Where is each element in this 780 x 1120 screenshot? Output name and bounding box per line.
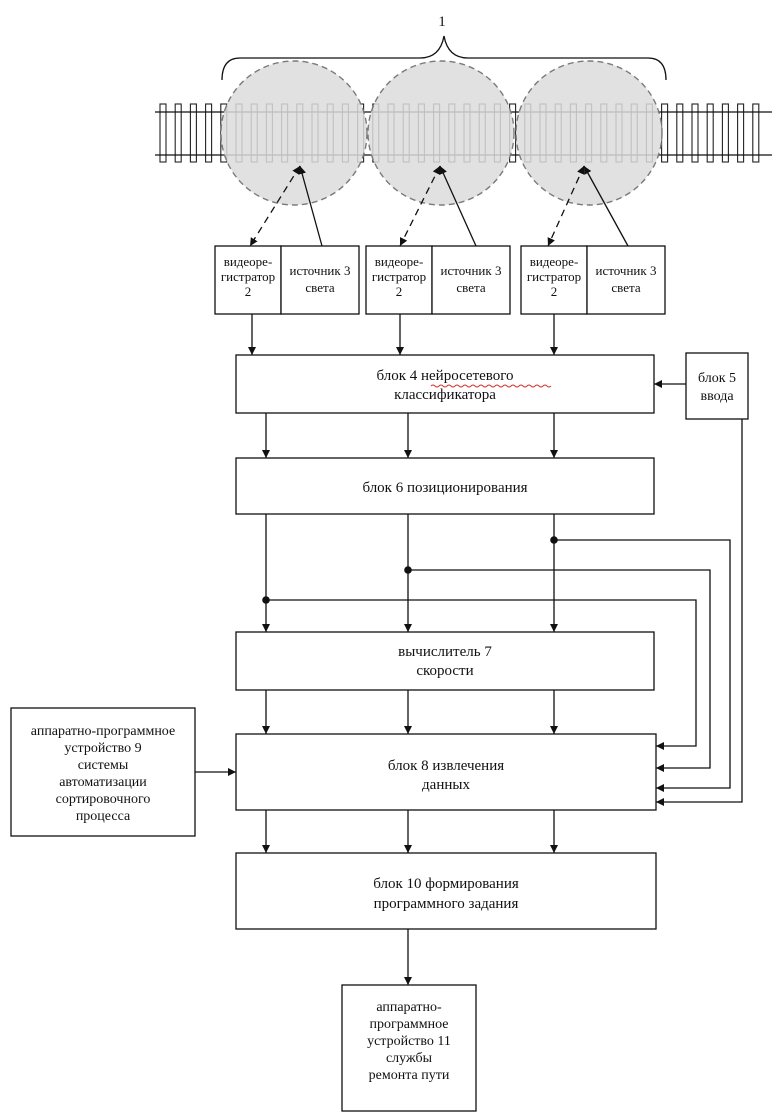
neural-classifier-block	[236, 355, 654, 413]
label-line: 2	[551, 284, 558, 299]
label-line: света	[456, 280, 485, 295]
label-line: программного задания	[374, 896, 519, 912]
label-line: источник 3	[290, 263, 351, 278]
inspection-zone-2	[368, 61, 514, 205]
label-line: 2	[245, 284, 252, 299]
label-line: программное	[369, 1017, 448, 1032]
speed-to-extraction-arrows	[266, 690, 554, 734]
track-sleeper	[692, 104, 698, 162]
classifier-to-positioning-arrows	[266, 413, 554, 458]
label-line: 2	[396, 284, 403, 299]
input-block	[686, 353, 748, 419]
inspection-zones	[221, 61, 662, 205]
station-1: видеоре-гистратор2 источник 3 света	[215, 246, 359, 314]
label-line: видеоре-	[224, 254, 273, 269]
label-line: ремонта пути	[369, 1068, 450, 1083]
label-line: гистратор	[527, 269, 581, 284]
inspection-zone-1	[221, 61, 367, 205]
label-line: процесса	[76, 809, 131, 824]
track-sleeper	[190, 104, 196, 162]
label-line: источник 3	[441, 263, 502, 278]
track-sleeper	[160, 104, 166, 162]
extraction-to-task-arrows	[266, 810, 554, 853]
label-line: сортировочного	[56, 792, 151, 807]
track-sleeper	[722, 104, 728, 162]
label-line: устройство 11	[367, 1034, 451, 1049]
marker-1-label: 1	[438, 14, 446, 30]
track-sleeper	[677, 104, 683, 162]
track-sleeper	[206, 104, 212, 162]
label-line: блок 4 нейросетевого	[376, 368, 513, 384]
label-line: света	[305, 280, 334, 295]
label-line: блок 5	[698, 371, 736, 386]
label-line: видеоре-	[530, 254, 579, 269]
label-line: блок 10 формирования	[373, 876, 519, 892]
label-line: видеоре-	[375, 254, 424, 269]
label-line: гистратор	[372, 269, 426, 284]
label-line: устройство 9	[64, 741, 141, 756]
track-repair-device-label: аппаратно-программное устройство 11 службы…	[367, 1000, 451, 1083]
label-line: источник 3	[596, 263, 657, 278]
label-line: аппаратно-программное	[31, 724, 175, 739]
label-line: ввода	[700, 389, 734, 404]
speed-calculator-block	[236, 632, 654, 690]
label-line: вычислитель 7	[398, 644, 492, 660]
label-line: автоматизации	[59, 775, 147, 790]
track-sleeper	[707, 104, 713, 162]
label-line: света	[611, 280, 640, 295]
label-line: аппаратно-	[376, 1000, 442, 1015]
label-line: скорости	[416, 663, 473, 679]
station-2: видеоре-гистратор2 источник 3 света	[366, 246, 510, 314]
inspection-zone-3	[516, 61, 662, 205]
stations-to-classifier-arrows	[252, 314, 554, 355]
track-sleeper	[175, 104, 181, 162]
track-sleeper	[738, 104, 744, 162]
station-3: видеоре-гистратор2 источник 3 света	[521, 246, 665, 314]
label-line: службы	[386, 1051, 433, 1066]
label-line: гистратор	[221, 269, 275, 284]
label-line: блок 8 извлечения	[388, 758, 504, 774]
track-sleeper	[753, 104, 759, 162]
label-line: данных	[422, 777, 470, 793]
label-line: системы	[78, 758, 129, 773]
label-line: блок 6 позиционирования	[362, 480, 527, 496]
positioning-label: блок 6 позиционирования	[362, 480, 527, 496]
label-line: классификатора	[394, 387, 496, 403]
